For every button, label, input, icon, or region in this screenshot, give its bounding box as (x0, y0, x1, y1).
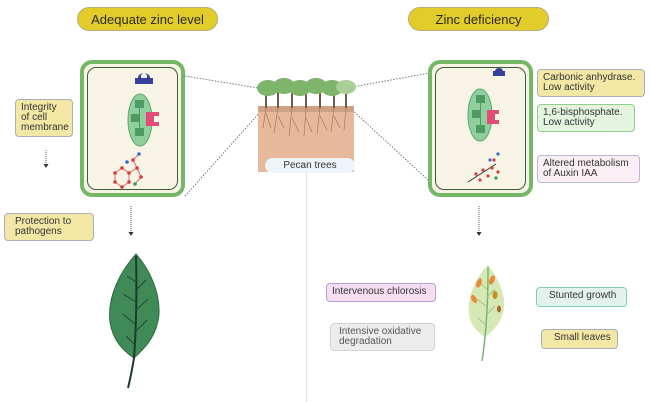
carbonic-anhydrase-label: Carbonic anhydrase. Low activity (537, 69, 645, 97)
auxin-label: Altered metabolism of Auxin IAA (537, 155, 640, 183)
oxidative-degradation-label: Intensive oxidative degradation (330, 323, 435, 351)
integrity-label: Integrity of cell membrane (15, 99, 73, 137)
arrowhead-icon (476, 232, 482, 236)
pecan-trees-label: Pecan trees (265, 158, 355, 173)
connector-right-top (351, 72, 431, 88)
protection-label: Protection to pathogens (4, 213, 94, 241)
intervenous-chlorosis-label: Intervenous chlorosis (326, 283, 436, 302)
small-leaves-label: Small leaves (541, 329, 618, 349)
connector-right-bottom (349, 107, 429, 181)
roots (262, 107, 347, 137)
molecule-icon (113, 152, 143, 189)
stunted-growth-label: Stunted growth (536, 287, 627, 307)
enzyme-icon (146, 112, 159, 126)
chlorotic-leaf-icon (468, 265, 505, 362)
receptor-icon (135, 73, 153, 84)
thylakoid-stacks-icon (472, 95, 485, 133)
adequate-zinc-title: Adequate zinc level (77, 7, 218, 31)
connector-left-top (184, 75, 259, 89)
zinc-deficiency-title: Zinc deficiency (408, 7, 549, 31)
center-divider (306, 172, 307, 402)
arrowhead-icon (43, 164, 49, 168)
cell-membrane (87, 67, 178, 190)
enzyme-icon (487, 110, 499, 124)
arrowhead-icon (128, 232, 134, 236)
tree-trunks (265, 88, 347, 108)
connector-left-bottom (184, 109, 263, 197)
healthy-cell-contents (113, 73, 159, 189)
thylakoid-stacks-icon (131, 100, 144, 136)
cell-membrane (435, 67, 526, 190)
disrupted-molecule-icon (467, 152, 500, 183)
healthy-leaf-icon (109, 253, 160, 389)
bisphosphate-label: 1,6-bisphosphate. Low activity (537, 104, 635, 132)
tree-canopy (257, 78, 356, 96)
receptor-icon (493, 68, 505, 76)
necrotic-spots (470, 275, 501, 313)
deficient-cell-contents (467, 68, 505, 183)
